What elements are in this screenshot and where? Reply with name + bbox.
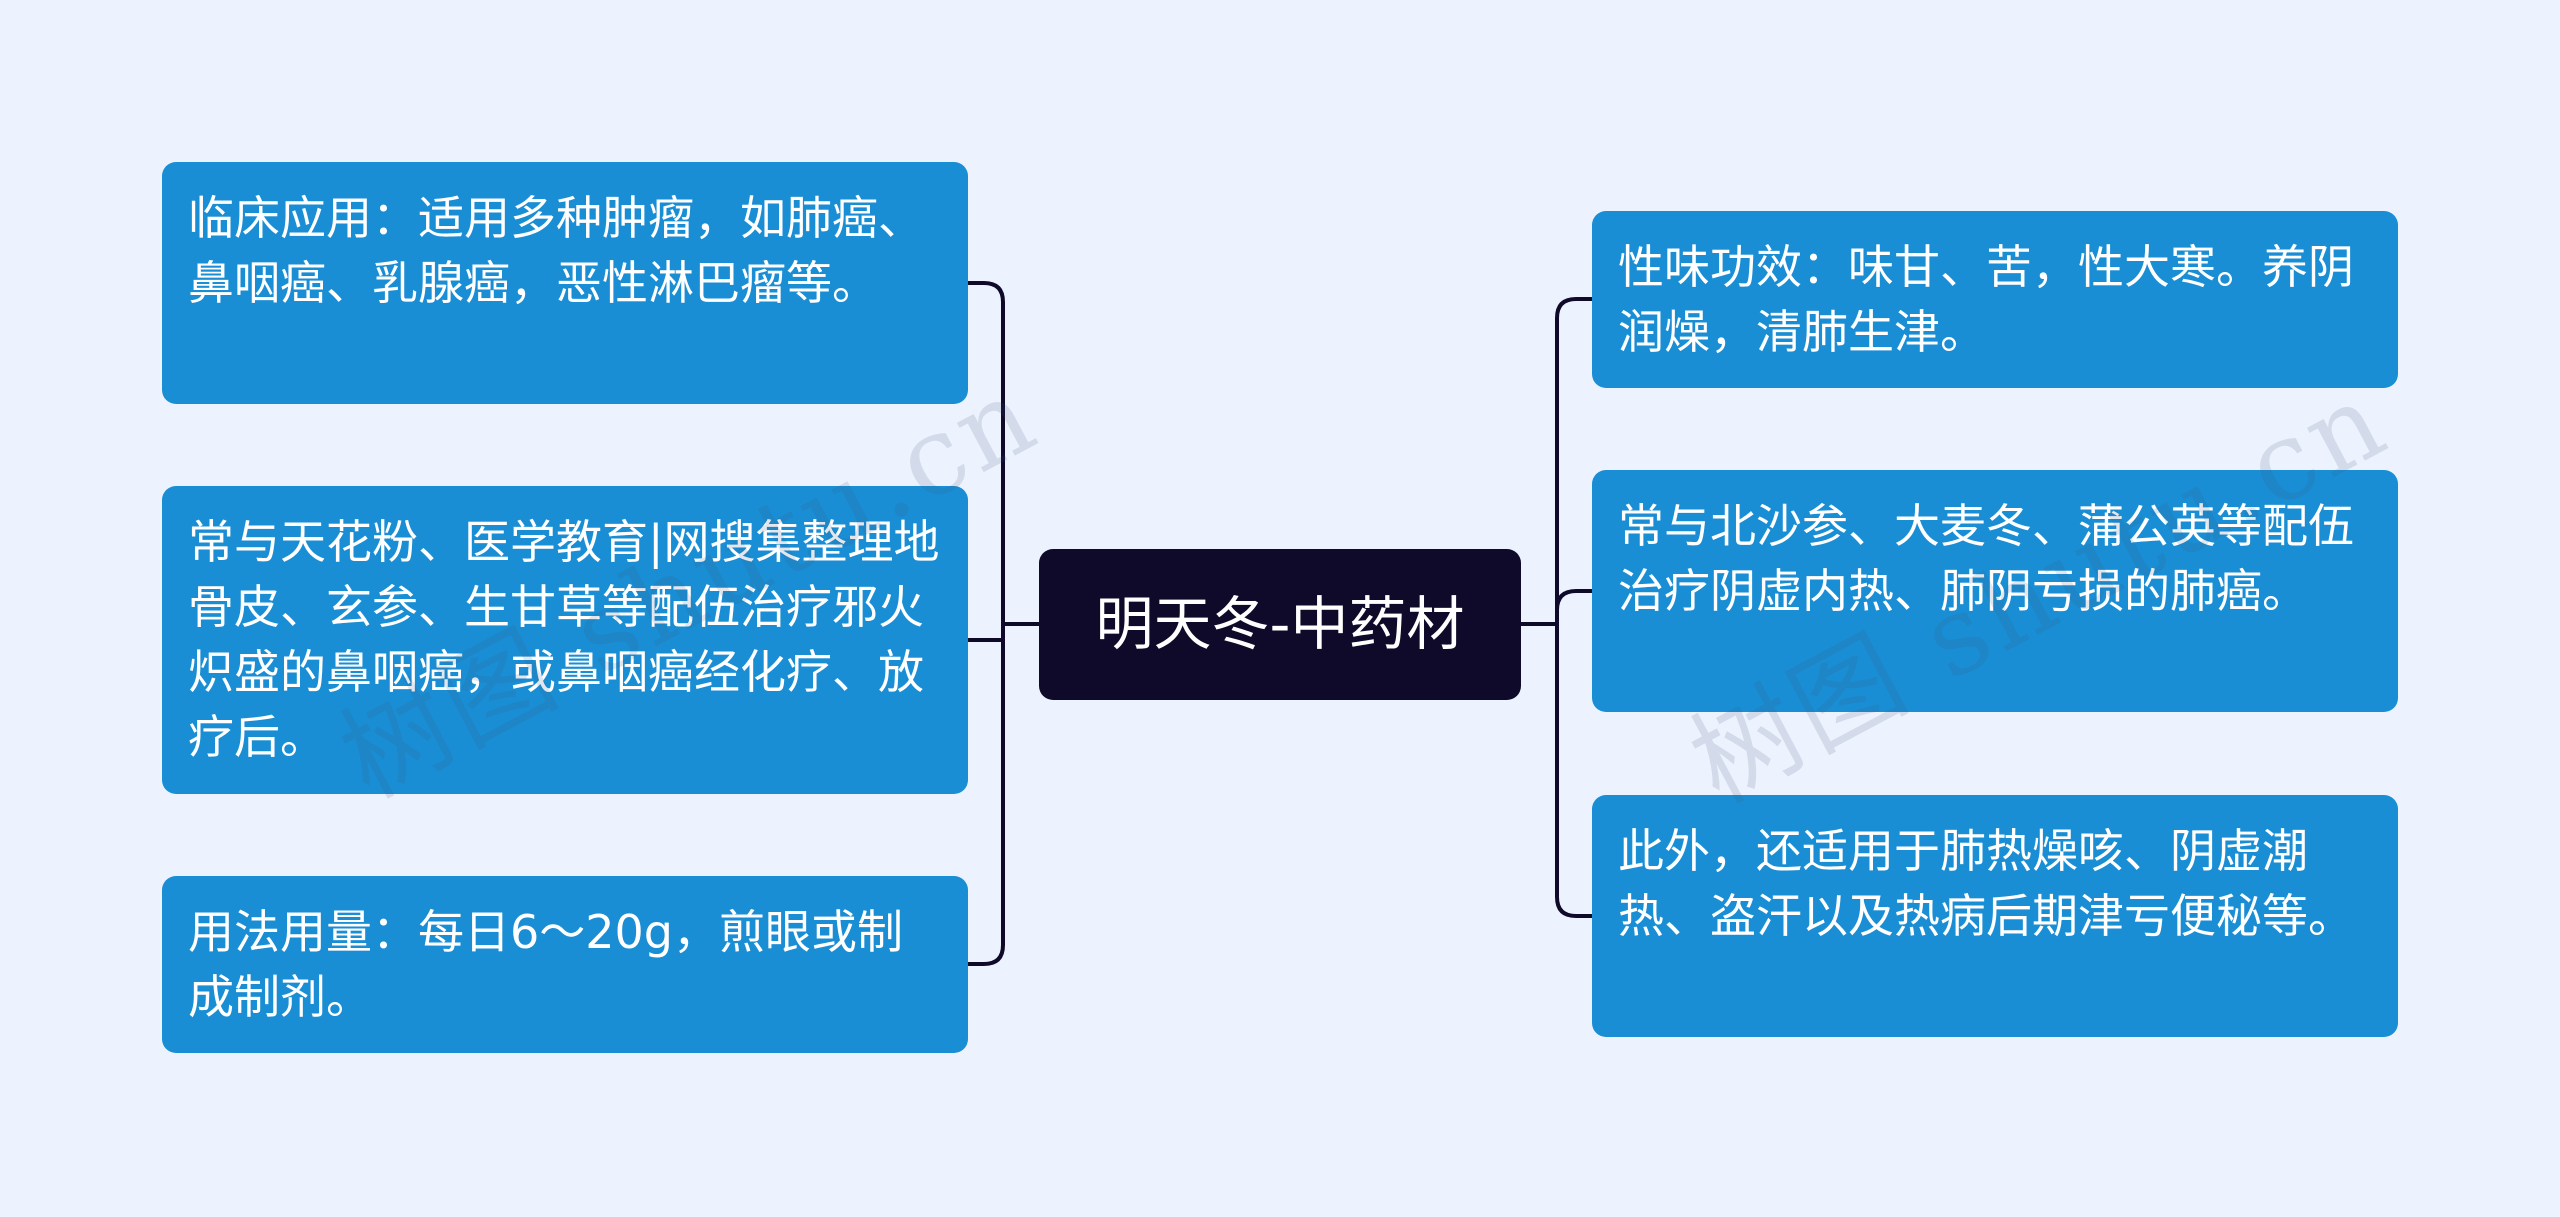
left-branch-label: 常与天花粉、医学教育|网搜集整理地骨皮、玄参、生甘草等配伍治疗邪火炽盛的鼻咽癌，… [188,515,940,764]
right-branch-label: 此外，还适用于肺热燥咳、阴虚潮热、盗汗以及热病后期津亏便秘等。 [1618,824,2354,943]
root-node[interactable]: 明天冬-中药材 [1039,549,1521,700]
connector-right-branch-1 [1555,297,1594,626]
right-branch-label: 常与北沙参、大麦冬、蒲公英等配伍治疗阴虚内热、肺阴亏损的肺癌。 [1618,499,2354,618]
connector-left-branch-1 [966,281,1005,626]
connector-right-branch-2 [1555,589,1594,626]
right-branch-node[interactable]: 此外，还适用于肺热燥咳、阴虚潮热、盗汗以及热病后期津亏便秘等。 [1592,795,2398,1037]
right-branch-label: 性味功效：味甘、苦，性大寒。养阴润燥，清肺生津。 [1618,240,2354,359]
left-branch-node[interactable]: 用法用量：每日6～20g，煎眼或制成制剂。 [162,876,968,1053]
left-branch-label: 临床应用：适用多种肿瘤，如肺癌、鼻咽癌、乳腺癌，恶性淋巴瘤等。 [188,191,924,310]
left-branch-label: 用法用量：每日6～20g，煎眼或制成制剂。 [188,905,903,1024]
right-branch-node[interactable]: 常与北沙参、大麦冬、蒲公英等配伍治疗阴虚内热、肺阴亏损的肺癌。 [1592,470,2398,712]
left-branch-node[interactable]: 临床应用：适用多种肿瘤，如肺癌、鼻咽癌、乳腺癌，恶性淋巴瘤等。 [162,162,968,404]
left-branch-node[interactable]: 常与天花粉、医学教育|网搜集整理地骨皮、玄参、生甘草等配伍治疗邪火炽盛的鼻咽癌，… [162,486,968,794]
connector-left-branch-3 [966,622,1005,966]
connector-right-branch-3 [1555,622,1594,918]
root-node-label: 明天冬-中药材 [1095,590,1465,658]
right-branch-node[interactable]: 性味功效：味甘、苦，性大寒。养阴润燥，清肺生津。 [1592,211,2398,388]
